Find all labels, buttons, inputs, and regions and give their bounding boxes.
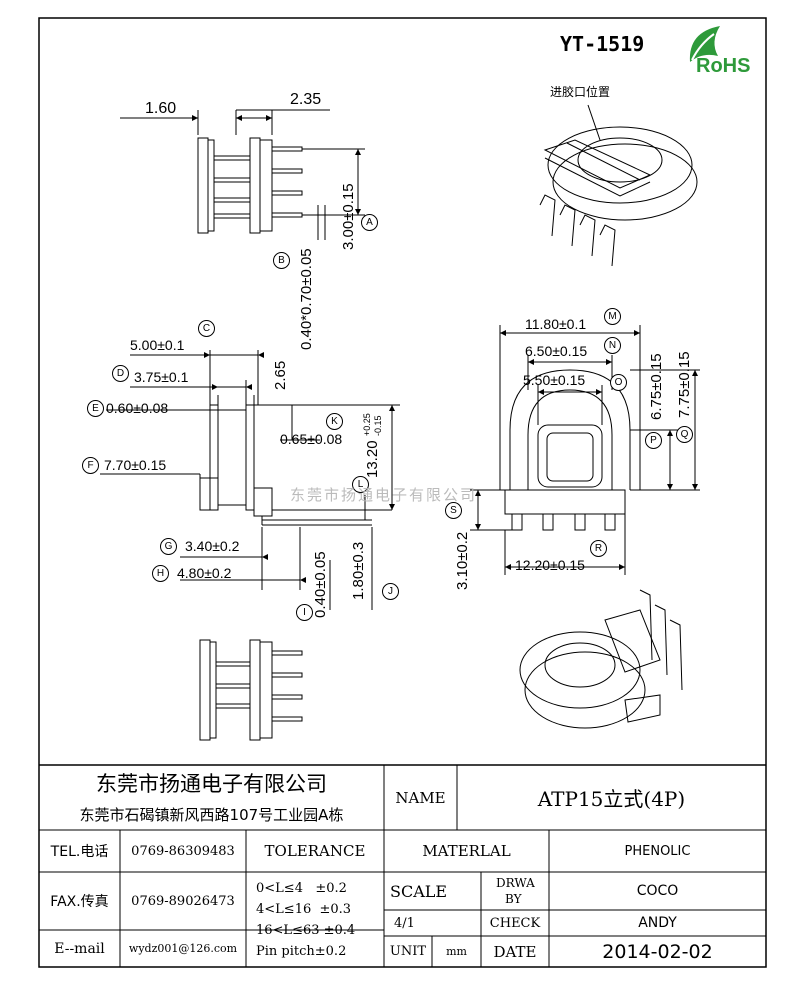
date-value: 2014-02-02 bbox=[602, 940, 713, 963]
leaf-icon bbox=[689, 26, 720, 62]
gate-position-note: 进胶口位置 bbox=[550, 85, 611, 99]
dim-2-35: 2.35 bbox=[290, 91, 322, 108]
drawn-value: COCO bbox=[636, 883, 679, 899]
marker-p: P bbox=[645, 432, 662, 449]
marker-a: A bbox=[361, 214, 378, 231]
marker-d: D bbox=[112, 365, 129, 382]
dim-0-40x0-70: 0.40*0.70±0.05 bbox=[298, 248, 315, 350]
check-value: ANDY bbox=[638, 915, 677, 931]
tolerance-row-3: 16<L≤63 ±0.4 bbox=[256, 923, 356, 938]
marker-c: C bbox=[198, 320, 215, 337]
material-label: MATERLAL bbox=[422, 842, 511, 860]
dim-1-80: 1.80±0.3 bbox=[350, 541, 367, 600]
name-label: NAME bbox=[395, 788, 446, 807]
tel-value: 0769-86309483 bbox=[131, 843, 235, 859]
dim-7-75: 7.75±0.15 bbox=[676, 351, 693, 418]
dim-6-50: 6.50±0.15 bbox=[525, 343, 588, 359]
marker-e: E bbox=[87, 400, 104, 417]
dim-5-50: 5.50±0.15 bbox=[523, 372, 586, 388]
dim-5-00: 5.00±0.1 bbox=[130, 337, 185, 353]
dim-13-20: 13.20 bbox=[364, 440, 381, 478]
drawn-label-1: DRWA bbox=[496, 876, 535, 890]
marker-s: S bbox=[445, 502, 462, 519]
rohs-text: RoHS bbox=[696, 55, 751, 77]
dim-13-20-tol-dn: -0.15 bbox=[373, 415, 383, 436]
marker-h: H bbox=[152, 565, 169, 582]
company-name: 东莞市扬通电子有限公司 bbox=[96, 772, 327, 796]
dim-12-20: 12.20±0.15 bbox=[515, 557, 585, 573]
tolerance-label: TOLERANCE bbox=[264, 842, 366, 860]
scale-value: 4/1 bbox=[394, 915, 415, 931]
dim-0-40: 0.40±0.05 bbox=[312, 551, 329, 618]
email-label: E--mail bbox=[54, 940, 105, 957]
marker-o: O bbox=[610, 374, 627, 391]
drawn-label-2: BY bbox=[505, 892, 522, 906]
scale-label: SCALE bbox=[390, 881, 448, 901]
dim-0-65: 0.65±0.08 bbox=[280, 431, 343, 447]
check-label: CHECK bbox=[489, 915, 541, 931]
marker-i: I bbox=[296, 604, 313, 621]
tolerance-row-4: Pin pitch±0.2 bbox=[256, 944, 347, 959]
dim-2-65: 2.65 bbox=[272, 360, 289, 390]
marker-r: R bbox=[590, 540, 607, 557]
fax-value: 0769-89026473 bbox=[131, 893, 235, 909]
marker-b: B bbox=[273, 252, 290, 269]
email-value: wydz001@126.com bbox=[128, 942, 238, 955]
marker-l: L bbox=[352, 476, 369, 493]
tolerance-row-2: 4<L≤16 ±0.3 bbox=[256, 902, 352, 917]
dim-13-20-tol-up: +0.25 bbox=[362, 413, 372, 436]
watermark: 东莞市扬通电子有限公司 bbox=[290, 486, 478, 504]
dim-0-60: 0.60±0.08 bbox=[106, 400, 169, 416]
dim-3-40: 3.40±0.2 bbox=[185, 538, 240, 554]
marker-n: N bbox=[604, 337, 621, 354]
company-address: 东莞市石碣镇新风西路107号工业园A栋 bbox=[79, 805, 344, 824]
marker-g: G bbox=[160, 538, 177, 555]
dim-7-70: 7.70±0.15 bbox=[104, 457, 167, 473]
dim-3-10: 3.10±0.2 bbox=[454, 531, 471, 590]
unit-label: UNIT bbox=[389, 944, 427, 959]
marker-j: J bbox=[382, 583, 399, 600]
date-label: DATE bbox=[493, 942, 537, 961]
marker-f: F bbox=[82, 457, 99, 474]
dim-3-00: 3.00±0.15 bbox=[340, 183, 357, 250]
dim-3-75: 3.75±0.1 bbox=[134, 369, 189, 385]
dim-11-80: 11.80±0.1 bbox=[525, 316, 587, 332]
part-number: YT-1519 bbox=[560, 32, 645, 56]
marker-k: K bbox=[326, 413, 343, 430]
rohs-logo: RoHS bbox=[680, 22, 762, 78]
tel-label: TEL.电话 bbox=[50, 844, 109, 860]
marker-m: M bbox=[604, 308, 621, 325]
dim-4-80: 4.80±0.2 bbox=[177, 565, 232, 581]
unit-value: mm bbox=[446, 945, 467, 958]
fax-label: FAX.传真 bbox=[50, 894, 109, 910]
dim-1-60: 1.60 bbox=[145, 100, 177, 117]
dim-6-75: 6.75±0.15 bbox=[648, 353, 665, 420]
name-value: ATP15立式(4P) bbox=[537, 787, 686, 811]
material-value: PHENOLIC bbox=[624, 843, 691, 859]
tolerance-row-1: 0<L≤4 ±0.2 bbox=[256, 881, 347, 896]
marker-q: Q bbox=[676, 426, 693, 443]
